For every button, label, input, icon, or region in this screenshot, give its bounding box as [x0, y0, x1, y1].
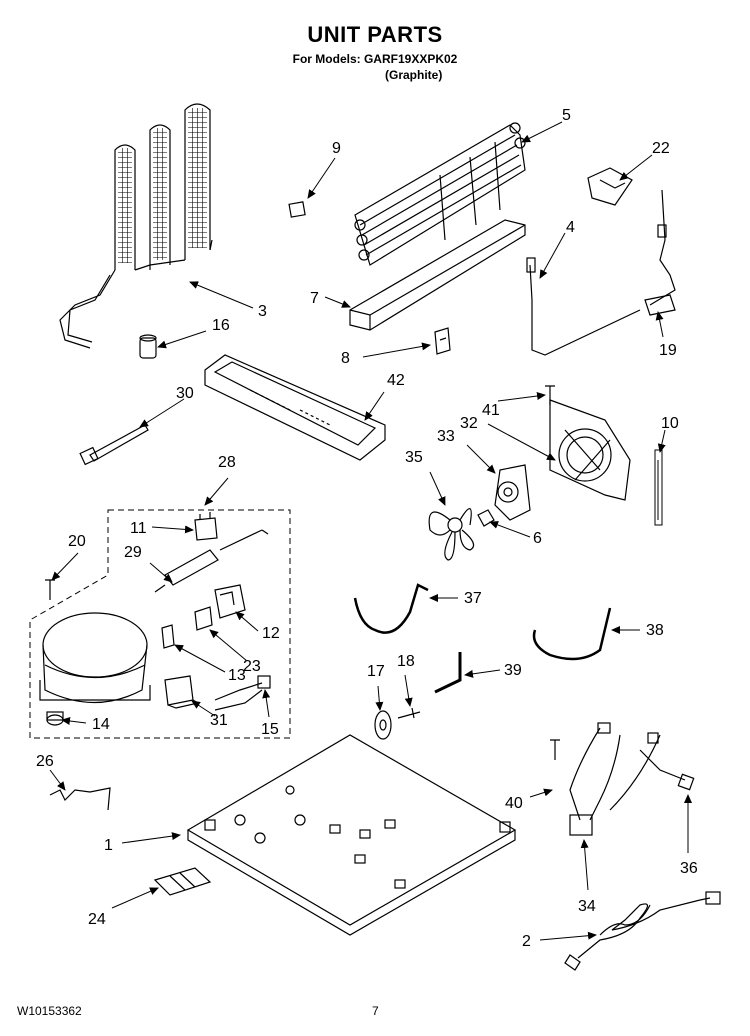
part-16-cylinder	[139, 334, 157, 359]
drain-trough	[349, 219, 526, 331]
callout-42: 42	[387, 372, 405, 389]
leader-lines	[49, 121, 692, 941]
callout-13: 13	[228, 667, 246, 684]
part-4-wire	[526, 189, 676, 356]
callout-4: 4	[566, 219, 575, 236]
callout-38: 38	[646, 622, 664, 639]
callout-29: 29	[124, 544, 142, 561]
callout-9: 9	[332, 140, 341, 157]
part-20-screw	[45, 579, 55, 600]
callout-8: 8	[341, 350, 350, 367]
part-37-tube	[353, 583, 429, 634]
callout-35: 35	[405, 449, 423, 466]
callout-30: 30	[176, 385, 194, 402]
part-6-nut	[477, 509, 495, 527]
part-42-drain-pan	[204, 354, 386, 461]
callout-23: 23	[243, 658, 261, 675]
part-40-screw	[550, 739, 560, 760]
part-32-fan-shroud	[549, 399, 631, 501]
callout-22: 22	[652, 140, 670, 157]
callout-34: 34	[578, 898, 596, 915]
part-11-relay	[194, 512, 218, 541]
part-22-foam	[587, 167, 633, 206]
part-34-wire-harness	[569, 722, 686, 836]
callout-3: 3	[258, 303, 267, 320]
callout-2: 2	[522, 933, 531, 950]
callout-6: 6	[533, 530, 542, 547]
callout-18: 18	[397, 653, 415, 670]
callout-1: 1	[104, 837, 113, 854]
evaporator	[354, 122, 526, 266]
callout-14: 14	[92, 716, 110, 733]
part-2-power-cord	[564, 891, 721, 971]
page-number: 7	[372, 1004, 379, 1018]
part-13-bracket	[161, 624, 175, 649]
part-numbers: 1 2 3 4 5 6 7 8 9 10 11 12 13 14 15 16 1…	[36, 107, 698, 950]
part-35-fan-blade	[428, 508, 475, 561]
part-36-connector	[677, 773, 695, 791]
callout-24: 24	[88, 911, 106, 928]
callout-11: 11	[130, 520, 147, 537]
callout-37: 37	[464, 590, 482, 607]
callout-16: 16	[212, 317, 230, 334]
part-33-fan-motor	[494, 464, 531, 521]
part-9-label	[288, 201, 306, 218]
compressor	[39, 612, 151, 703]
callout-31: 31	[210, 712, 228, 729]
part-10-strip	[654, 449, 663, 526]
part-17-roller	[374, 710, 392, 740]
condenser-coil	[59, 103, 213, 349]
callout-26: 26	[36, 753, 54, 770]
callout-32: 32	[460, 415, 478, 432]
callout-28: 28	[218, 454, 236, 471]
part-28-wire	[219, 529, 269, 551]
callout-36: 36	[680, 860, 698, 877]
part-26-wire	[49, 787, 111, 811]
part-38-tube	[532, 607, 612, 661]
color-line: (Graphite)	[385, 68, 443, 82]
callout-41: 41	[482, 402, 500, 419]
callout-5: 5	[562, 107, 571, 124]
part-30-heater	[79, 424, 149, 466]
part-39-tube	[434, 652, 462, 694]
document-number: W10153362	[17, 1004, 82, 1018]
callout-15: 15	[261, 721, 279, 738]
callout-12: 12	[262, 625, 280, 642]
part-12-overload	[214, 584, 246, 619]
part-31-terminal-box	[164, 675, 200, 709]
base-plate	[186, 734, 517, 936]
part-15-plug	[257, 675, 271, 689]
part-14-grommet	[46, 711, 64, 726]
part-15-wires	[214, 682, 263, 711]
callout-10: 10	[661, 415, 679, 432]
part-18-bolt	[397, 707, 421, 719]
models-line: For Models: GARF19XXPK02	[292, 52, 458, 66]
callout-17: 17	[367, 663, 385, 680]
callout-20: 20	[68, 533, 86, 550]
callout-40: 40	[505, 795, 523, 812]
callout-7: 7	[310, 290, 319, 307]
part-24-label	[153, 867, 212, 896]
callout-19: 19	[659, 342, 677, 359]
part-23-clip	[194, 606, 213, 631]
part-8-clip	[434, 327, 451, 355]
callout-39: 39	[504, 662, 522, 679]
compressor-kit-box	[29, 509, 291, 739]
part-19-connector	[644, 294, 676, 316]
page-title: UNIT PARTS	[307, 22, 443, 47]
part-41-screw	[545, 385, 555, 405]
part-29-capacitor	[154, 549, 219, 593]
callout-33: 33	[437, 428, 455, 445]
